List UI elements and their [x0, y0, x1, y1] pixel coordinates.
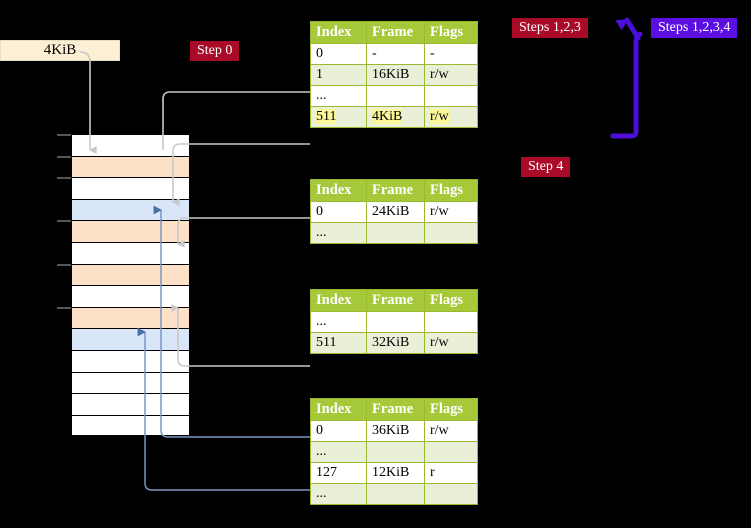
table-row: ... [310, 483, 478, 505]
wire-memory-to-table2 [171, 304, 310, 367]
cell-index: ... [310, 483, 367, 505]
cell-frame: 32KiB [366, 332, 425, 354]
physical-memory-column [71, 134, 190, 437]
cell-frame: 36KiB [366, 420, 425, 442]
table-row: ... [310, 311, 478, 333]
cell-frame: 4KiB [366, 106, 425, 128]
badge-steps-123-label: Steps 1,2,3 [519, 20, 581, 35]
wire-table0-row511-to-memory [171, 143, 310, 206]
cell-index: 0 [310, 201, 367, 223]
cell-frame [366, 483, 425, 505]
cell-index: 0 [310, 420, 367, 442]
cell-frame: 12KiB [366, 462, 425, 484]
badge-step-4-label: Step 4 [528, 159, 564, 174]
memory-frame-row [71, 242, 190, 264]
cell-index: 1 [310, 64, 367, 86]
memory-frame-row [71, 285, 190, 307]
memory-row-tick [57, 306, 71, 309]
column-header-frame: Frame [366, 21, 425, 44]
memory-frame-row [71, 393, 190, 415]
cell-index: 127 [310, 462, 367, 484]
cell-flags [424, 483, 478, 505]
memory-row-tick [57, 177, 71, 180]
column-header-index: Index [310, 398, 367, 421]
table-row: ... [310, 222, 478, 244]
memory-frame-row [71, 155, 190, 178]
table-row: ... [310, 85, 478, 107]
column-header-flags: Flags [424, 21, 478, 44]
column-header-frame: Frame [366, 398, 425, 421]
badge-step-0-label: Step 0 [197, 43, 233, 58]
badge-steps-123: Steps 1,2,3 [512, 18, 588, 38]
cell-frame [366, 311, 425, 333]
cell-flags: r/w [424, 106, 478, 128]
cell-frame: - [366, 43, 425, 65]
badge-steps-1234: Steps 1,2,3,4 [651, 18, 738, 38]
badge-step-4: Step 4 [521, 157, 571, 177]
cell-flags [424, 85, 478, 107]
table-row: 0-- [310, 43, 478, 65]
column-header-flags: Flags [424, 398, 478, 421]
column-header-frame: Frame [366, 289, 425, 312]
column-header-index: Index [310, 179, 367, 202]
cell-frame [366, 222, 425, 244]
cell-flags [424, 311, 478, 333]
memory-frame-row [71, 371, 190, 394]
memory-frame-row [71, 414, 190, 437]
column-header-flags: Flags [424, 179, 478, 202]
cell-flags [424, 441, 478, 463]
memory-frame-row [71, 263, 190, 286]
cell-index: ... [310, 222, 367, 244]
memory-frame-row [71, 328, 190, 350]
cell-frame: 24KiB [366, 201, 425, 223]
column-header-flags: Flags [424, 289, 478, 312]
memory-row-tick [57, 220, 71, 223]
column-header-index: Index [310, 21, 367, 44]
cell-flags [424, 222, 478, 244]
cell-index: ... [310, 311, 367, 333]
memory-frame-row [71, 220, 190, 242]
cell-flags: r/w [424, 201, 478, 223]
memory-frame-row [71, 306, 190, 329]
cell-flags: - [424, 43, 478, 65]
cell-flags: r/w [424, 420, 478, 442]
memory-frame-row [71, 134, 190, 156]
cell-index: 511 [310, 106, 367, 128]
memory-row-tick [57, 155, 71, 158]
violet-bracket-arrow [610, 17, 643, 139]
cell-flags: r [424, 462, 478, 484]
cell-index: 511 [310, 332, 367, 354]
badge-steps-1234-label: Steps 1,2,3,4 [658, 20, 731, 35]
cell-flags: r/w [424, 64, 478, 86]
column-header-index: Index [310, 289, 367, 312]
cell-index: ... [310, 441, 367, 463]
memory-frame-row [71, 350, 190, 372]
memory-frame-row [71, 198, 190, 221]
memory-frame-row [71, 177, 190, 199]
badge-step-0: Step 0 [190, 41, 240, 61]
frame-size-banner: 4KiB [0, 40, 120, 61]
column-header-frame: Frame [366, 179, 425, 202]
cell-index: 0 [310, 43, 367, 65]
memory-row-tick [57, 263, 71, 266]
memory-row-tick [57, 134, 71, 136]
frame-size-label: 4KiB [43, 42, 77, 58]
cell-flags: r/w [424, 332, 478, 354]
wire-memory-to-table1 [176, 217, 310, 248]
cell-frame: 16KiB [366, 64, 425, 86]
cell-index: ... [310, 85, 367, 107]
table-row: ... [310, 441, 478, 463]
cell-frame [366, 441, 425, 463]
cell-frame [366, 85, 425, 107]
